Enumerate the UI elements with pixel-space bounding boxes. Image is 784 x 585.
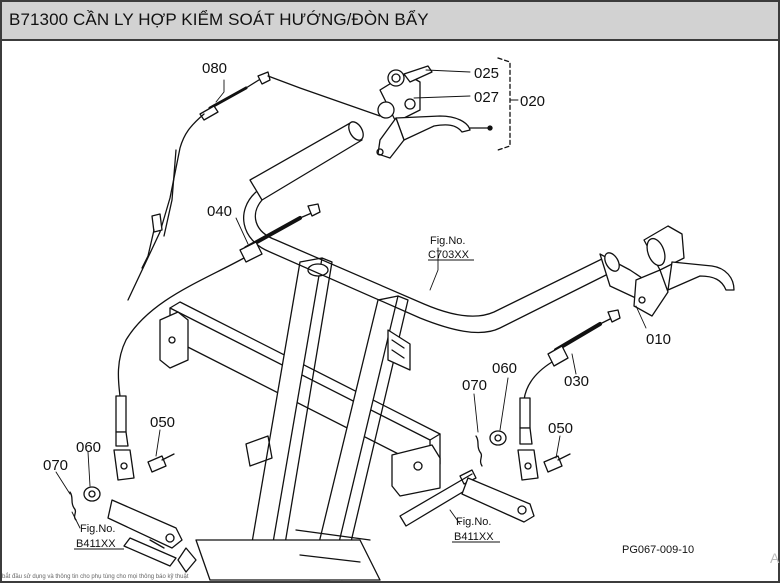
callout-060-right: 060 [492,360,517,377]
footer-note: bắt đầu sử dụng và thông tin cho phụ tùn… [2,574,189,580]
corner-mark: A [770,550,780,566]
callout-060-left: 060 [76,439,101,456]
lever-assembly-020 [376,65,471,159]
callout-025: 025 [474,65,499,82]
fig-ref-c703-code: C703XX [428,249,470,261]
callout-030: 030 [564,373,589,390]
lever-assembly-010 [633,225,735,317]
callout-027: 027 [474,89,499,106]
callout-010: 010 [646,331,671,348]
fig-ref-b411-right-label: Fig.No. [456,516,491,528]
left-lower-hardware [69,453,183,567]
cable-040 [113,203,321,481]
callout-050-left: 050 [150,414,175,431]
right-lower-hardware [399,430,571,527]
parts-diagram: 080 025 027 020 040 010 030 060 070 050 … [43,57,735,581]
fig-ref-c703-label: Fig.No. [430,235,465,247]
callout-070-right: 070 [462,377,487,394]
fig-ref-b411-left-code: B411XX [76,538,116,550]
callout-050-right: 050 [548,420,573,437]
fig-ref-b411-left-label: Fig.No. [80,523,115,535]
cable-080 [127,71,381,301]
title-bar: B71300 CẦN LY HỢP KIỂM SOÁT HƯỚNG/ĐÒN BẨ… [2,2,778,41]
callout-070-left: 070 [43,457,68,474]
page-title: B71300 CẦN LY HỢP KIỂM SOÁT HƯỚNG/ĐÒN BẨ… [9,10,429,29]
fig-ref-b411-right-code: B411XX [454,531,494,543]
group-bracket-020 [497,57,511,151]
cable-030 [517,309,621,481]
drawing-code: PG067-009-10 [622,544,694,556]
callout-040: 040 [207,203,232,220]
callout-020: 020 [520,93,545,110]
leader-lines [55,69,647,529]
chassis-frame [159,257,441,581]
callout-080: 080 [202,60,227,77]
